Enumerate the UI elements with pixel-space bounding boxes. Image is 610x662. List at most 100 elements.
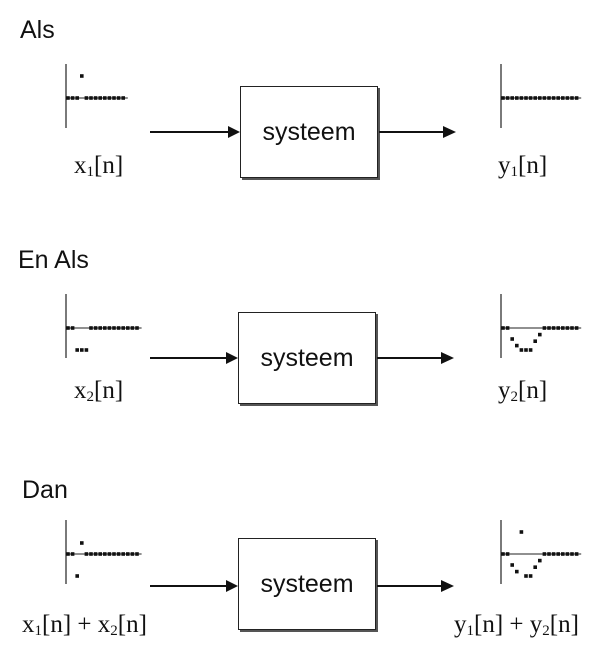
row-1-heading: Als [20,16,55,44]
signal-sample-dot [75,96,79,100]
signal-sample-dot [547,552,551,556]
signal-sample-dot [121,96,125,100]
signal-sample-dot [112,552,116,556]
signal-sample-dot [75,574,79,578]
signal-sample-dot [561,326,565,330]
signal-sample-dot [501,326,505,330]
system-box-1: systeem [240,86,378,178]
signal-sample-dot [107,326,112,330]
output-signal-plot-3 [500,520,582,584]
signal-sample-dot [570,326,574,330]
signal-sample-dot [574,96,579,100]
signal-sample-dot [533,339,537,343]
signal-sample-dot [570,552,574,556]
signal-sample-dot [528,96,533,100]
signal-sample-dot [89,96,93,100]
input-signal-label-3: x1[n] + x2[n] [22,611,147,639]
signal-sample-dot [561,552,565,556]
input-signal-plot-2 [65,294,142,358]
signal-sample-dot [547,96,551,100]
signal-sample-dot [542,96,547,100]
signal-sample-dot [130,552,135,556]
signal-sample-dot [135,326,139,330]
signal-sample-dot [510,563,514,567]
signal-sample-dot [501,552,505,556]
output-signal-label-3: y1[n] + y2[n] [454,611,579,639]
signal-sample-dot [538,332,542,337]
signal-sample-dot [561,96,565,100]
signal-sample-dot [505,96,510,100]
signal-sample-dot [538,558,542,563]
signal-sample-dot [551,552,556,556]
signal-sample-dot [84,552,89,556]
signal-sample-dot [135,552,139,556]
signal-sample-dot [107,552,112,556]
signal-sample-dot [126,552,130,556]
signal-sample-dot [103,96,107,100]
input-arrow-1 [150,126,240,138]
signal-sample-dot [505,326,510,330]
signal-sample-dot [551,96,556,100]
input-signal-label-2: x2[n] [74,377,124,405]
signal-sample-dot [112,326,116,330]
signal-sample-dot [519,96,524,100]
signal-sample-dot [126,326,130,330]
signal-sample-dot [565,552,570,556]
signal-sample-dot [107,96,112,100]
signal-sample-dot [519,530,524,534]
output-arrow-1 [379,126,456,138]
signal-sample-dot [565,326,570,330]
signal-sample-dot [542,552,547,556]
signal-sample-dot [515,569,519,574]
input-arrow-3 [150,580,238,592]
signal-sample-dot [528,348,533,352]
signal-sample-dot [574,326,579,330]
signal-sample-dot [70,326,75,330]
output-signal-plot-1 [500,64,582,128]
signal-sample-dot [116,96,121,100]
signal-sample-dot [98,326,102,330]
input-signal-label-1: x1[n] [74,152,124,180]
signal-sample-dot [524,96,528,100]
system-box-3: systeem [238,538,376,630]
signal-sample-dot [515,96,519,100]
input-signal-plot-1 [65,64,128,128]
signal-sample-dot [510,96,514,100]
signal-sample-dot [505,552,510,556]
signal-sample-dot [89,326,93,330]
system-box-label: systeem [260,343,354,372]
signal-sample-dot [533,96,537,100]
signal-sample-dot [528,574,533,578]
signal-sample-dot [80,541,84,545]
signal-sample-dot [70,552,75,556]
signal-sample-dot [556,326,560,330]
signal-sample-dot [130,326,135,330]
output-arrow-2 [377,352,454,364]
output-signal-label-2: y2[n] [498,377,548,405]
input-arrow-2 [150,352,238,364]
signal-sample-dot [542,326,547,330]
signal-sample-dot [84,96,89,100]
signal-sample-dot [524,348,528,352]
input-signal-plot-3 [65,520,142,584]
signal-sample-dot [89,552,93,556]
signal-sample-dot [103,326,107,330]
signal-sample-dot [556,96,560,100]
signal-sample-dot [501,96,505,100]
signal-sample-dot [538,96,542,100]
signal-sample-dot [93,96,98,100]
signal-sample-dot [556,552,560,556]
signal-sample-dot [66,552,70,556]
signal-sample-dot [75,348,79,352]
system-box-2: systeem [238,312,376,404]
signal-sample-dot [116,326,121,330]
signal-sample-dot [116,552,121,556]
row-2-heading: En Als [18,246,89,274]
signal-sample-dot [551,326,556,330]
signal-sample-dot [80,74,84,78]
signal-sample-dot [121,326,125,330]
signal-sample-dot [66,326,70,330]
output-signal-label-1: y1[n] [498,152,548,180]
output-signal-plot-2 [500,294,582,358]
signal-sample-dot [570,96,574,100]
